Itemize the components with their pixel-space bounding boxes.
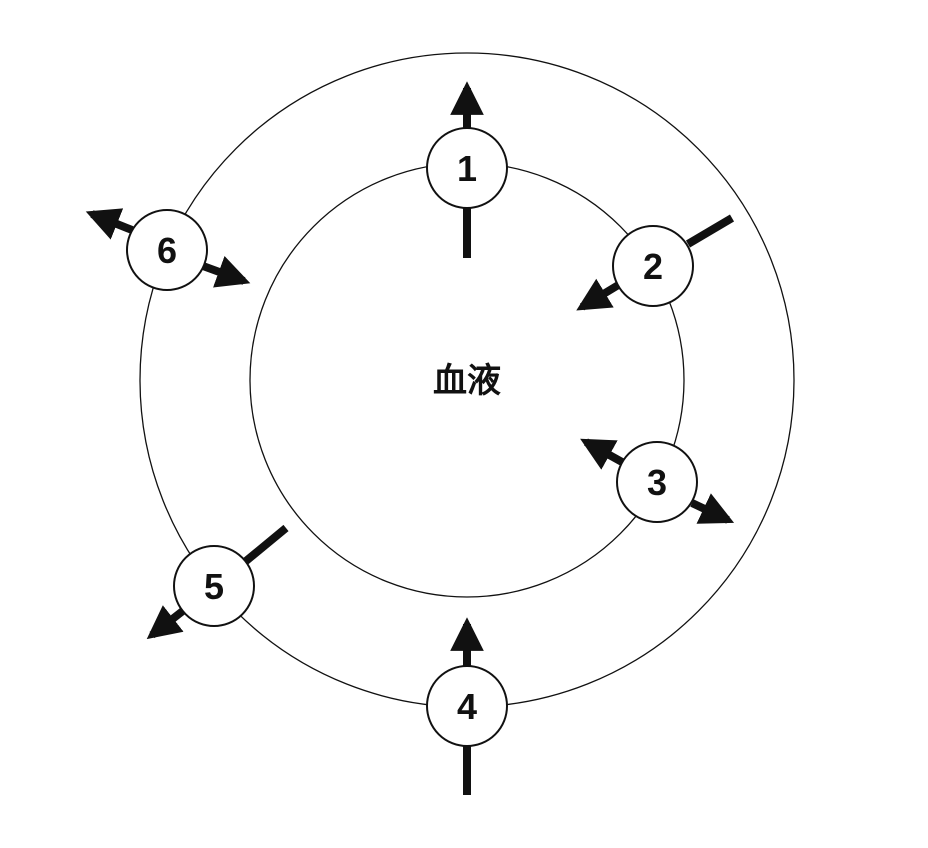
node-4-label: 4	[457, 686, 477, 727]
arrow-2-tail	[685, 214, 735, 248]
node-6: 6	[126, 209, 208, 291]
node-6-label: 6	[157, 230, 177, 271]
node-2: 2	[612, 225, 694, 307]
arrow-5-tail	[243, 524, 289, 565]
node-3-label: 3	[647, 462, 667, 503]
node-3: 3	[616, 441, 698, 523]
node-5: 5	[173, 545, 255, 627]
node-1-label: 1	[457, 148, 477, 189]
node-4: 4	[426, 665, 508, 747]
node-2-label: 2	[643, 246, 663, 287]
arrow-2	[576, 278, 623, 311]
arrow-6-in	[201, 255, 251, 288]
arrow-5	[146, 605, 187, 640]
arrow-6-out	[85, 208, 134, 240]
center-label: 血液	[433, 361, 501, 401]
arrow-3-in	[580, 438, 624, 470]
arrow-3-out	[690, 493, 735, 524]
node-5-label: 5	[204, 566, 224, 607]
node-1: 1	[426, 127, 508, 209]
